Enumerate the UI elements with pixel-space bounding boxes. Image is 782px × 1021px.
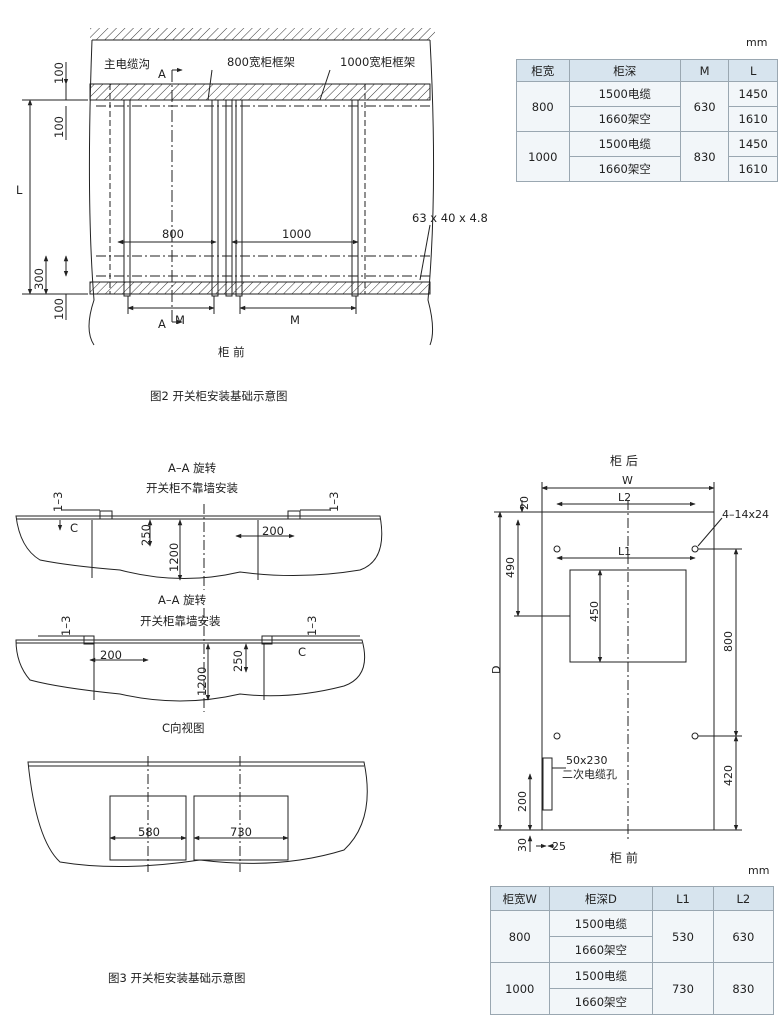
- cell-m: 630: [679, 81, 730, 132]
- caption-fig3: 图3 开关柜安装基础示意图: [108, 971, 246, 985]
- header-cabinet-width: 柜宽W: [490, 886, 550, 911]
- header-l1: L1: [652, 886, 714, 911]
- label-c-2: C: [298, 645, 306, 659]
- dim-w: W: [622, 474, 633, 487]
- cell-depth: 1500电缆: [548, 910, 654, 937]
- dim-100-bottom: 100: [52, 298, 66, 320]
- dim-1-3-d: 1–3: [305, 616, 319, 636]
- dim-l1: L1: [618, 545, 631, 558]
- cell-width: 1000: [490, 962, 550, 1015]
- cell-m: 830: [679, 131, 730, 182]
- dim-490: 490: [504, 557, 517, 578]
- header-cabinet-depth: 柜深D: [548, 886, 654, 911]
- cabinet-plan-labels: 柜 后 W L2 L1 4–14x24 20 490 450 800 D 420…: [490, 454, 769, 865]
- label-steel: 63 x 40 x 4.8: [412, 211, 488, 225]
- dim-1-3-c: 1–3: [59, 616, 73, 636]
- dim-250-b: 250: [231, 650, 245, 672]
- label-aa-rotate-1: A–A 旋转: [168, 461, 217, 475]
- cabinet-plan: [494, 482, 742, 852]
- cell-width: 800: [490, 910, 550, 963]
- fig2-plan: [22, 28, 435, 346]
- dim-1200-b: 1200: [195, 667, 209, 696]
- cell-depth: 1660架空: [568, 156, 681, 182]
- cell-l1: 730: [652, 962, 714, 1015]
- dim-100-top: 100: [52, 62, 66, 84]
- label-hole-name: 二次电缆孔: [562, 767, 617, 781]
- cell-depth: 1660架空: [548, 988, 654, 1015]
- label-section-a-top: A: [158, 67, 166, 81]
- cell-depth: 1660架空: [568, 106, 681, 132]
- header-cabinet-depth: 柜深: [568, 59, 681, 82]
- cell-width: 800: [516, 81, 570, 132]
- dim-l-label: L: [16, 183, 23, 197]
- dim-730: 730: [230, 825, 252, 839]
- dim-d: D: [490, 666, 503, 674]
- header-m: M: [679, 59, 730, 82]
- dim-m-label-1: M: [175, 313, 185, 327]
- dim-1-3-b: 1–3: [327, 492, 341, 512]
- cell-l: 1610: [728, 106, 778, 132]
- dim-30: 30: [516, 838, 529, 852]
- cell-width: 1000: [516, 131, 570, 182]
- fig3-labels: A–A 旋转 开关柜不靠墙安装 A–A 旋转 开关柜靠墙安装 C向视图 1–3 …: [51, 461, 341, 839]
- cell-depth: 1660架空: [548, 936, 654, 963]
- dim-25: 25: [552, 840, 566, 853]
- caption-fig2: 图2 开关柜安装基础示意图: [150, 389, 288, 403]
- cell-l: 1450: [728, 131, 778, 157]
- dim-1200-a: 1200: [167, 543, 181, 572]
- dim-300: 300: [32, 268, 46, 290]
- label-c-view: C向视图: [162, 721, 205, 735]
- dim-200: 200: [516, 791, 529, 812]
- fig3-sections: [15, 504, 383, 872]
- dim-100-mid: 100: [52, 116, 66, 138]
- dim-1000-label: 1000: [282, 227, 311, 241]
- table-plan: 柜宽W 柜深D L1 L2 800 1500电缆 530 630 1660架空 …: [490, 886, 775, 1015]
- cell-depth: 1500电缆: [548, 962, 654, 989]
- cell-l1: 530: [652, 910, 714, 963]
- header-l: L: [728, 59, 778, 82]
- cell-depth: 1500电缆: [568, 131, 681, 157]
- dim-l2: L2: [618, 491, 631, 504]
- dim-800-label: 800: [162, 227, 184, 241]
- label-aa-rotate-2: A–A 旋转: [158, 593, 207, 607]
- cell-l2: 830: [712, 962, 775, 1015]
- label-not-wall: 开关柜不靠墙安装: [146, 481, 238, 495]
- table1-unit: mm: [746, 36, 768, 49]
- label-frame-800: 800宽柜框架: [227, 55, 295, 69]
- label-section-a-bottom: A: [158, 317, 166, 331]
- label-front: 柜 前: [610, 850, 638, 865]
- header-cabinet-width: 柜宽: [516, 59, 570, 82]
- dim-580: 580: [138, 825, 160, 839]
- table2-unit: mm: [748, 864, 770, 877]
- dim-420: 420: [722, 765, 735, 786]
- label-rear: 柜 后: [610, 454, 638, 468]
- label-wall: 开关柜靠墙安装: [140, 614, 221, 628]
- dim-m-label-2: M: [290, 313, 300, 327]
- dim-1-3-a: 1–3: [51, 492, 65, 512]
- dim-200-a: 200: [262, 524, 284, 538]
- dim-250-a: 250: [139, 524, 153, 546]
- label-front: 柜 前: [218, 345, 245, 359]
- dim-200-b: 200: [100, 648, 122, 662]
- dim-450: 450: [588, 601, 601, 622]
- table-fig2: 柜宽 柜深 M L 800 1500电缆 630 1450 1660架空 161…: [516, 59, 778, 182]
- label-frame-1000: 1000宽柜框架: [340, 55, 415, 69]
- dim-20: 20: [518, 496, 531, 510]
- label-hole-size: 50x230: [566, 754, 608, 767]
- header-l2: L2: [712, 886, 775, 911]
- dim-800: 800: [722, 631, 735, 652]
- label-holes: 4–14x24: [722, 508, 769, 521]
- label-c-1: C: [70, 521, 78, 535]
- cell-depth: 1500电缆: [568, 81, 681, 107]
- cell-l: 1450: [728, 81, 778, 107]
- cell-l: 1610: [728, 156, 778, 182]
- fig2-labels: 主电缆沟 800宽柜框架 1000宽柜框架 A A 800 1000 M M 6…: [16, 55, 488, 359]
- cell-l2: 630: [712, 910, 775, 963]
- label-main-trench: 主电缆沟: [104, 57, 150, 71]
